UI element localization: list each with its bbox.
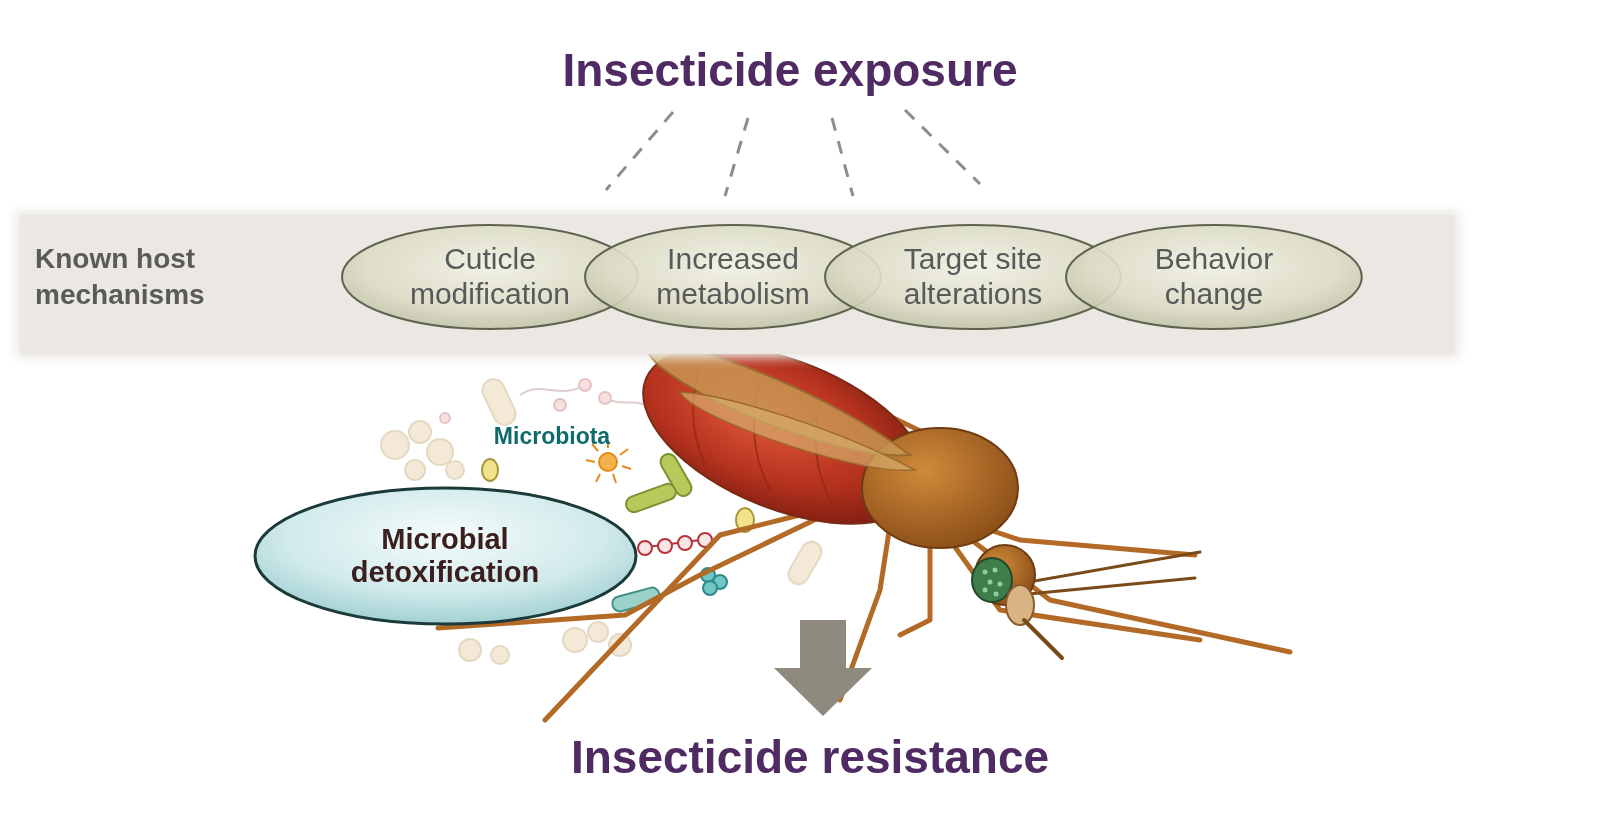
host-mechanisms-band: Known host mechanisms Cuticle modificatio…	[20, 215, 1455, 354]
mechanism-label: Cuticle modification	[395, 242, 585, 311]
mechanism-label: Behavior change	[1119, 242, 1309, 311]
mechanism-oval: Behavior change	[1064, 223, 1364, 331]
mechanism-label: Increased metabolism	[638, 242, 828, 311]
microbiota-label: Microbiota	[494, 423, 610, 450]
down-arrow	[774, 620, 872, 716]
oval-shape	[255, 488, 636, 624]
band-label: Known host mechanisms	[35, 215, 250, 314]
mechanism-label: Microbial detoxification	[320, 523, 570, 590]
microbial-oval: Microbial detoxification	[253, 486, 638, 626]
oval-shape	[1066, 225, 1362, 329]
mechanism-label: Target site alterations	[878, 242, 1068, 311]
diagram-title: Insecticide exposure	[562, 43, 1017, 97]
dashed-line	[606, 110, 980, 196]
result-heading: Insecticide resistance	[571, 730, 1049, 784]
